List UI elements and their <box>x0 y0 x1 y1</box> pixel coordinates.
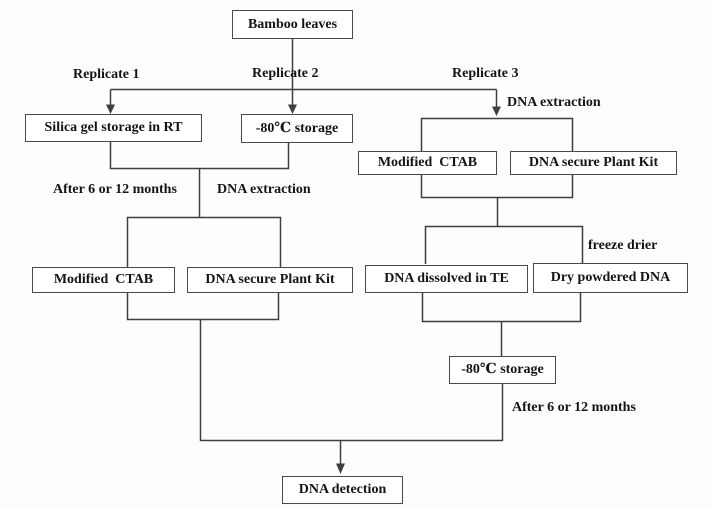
node-modified-ctab-left: Modified CTAB <box>32 267 175 293</box>
label-dna-extraction-right: DNA extraction <box>507 95 601 110</box>
arrowhead-dna-detection <box>336 463 345 474</box>
label-after-6-or-12-months-left: After 6 or 12 months <box>53 182 177 197</box>
label-freeze-drier: freeze drier <box>588 238 658 253</box>
node-dna-detection: DNA detection <box>282 476 403 504</box>
arrowhead-replicate3 <box>492 106 501 116</box>
bracket-merge-left-top <box>109 142 290 170</box>
node-dry-powdered-dna: Dry powdered DNA <box>533 263 688 293</box>
node-minus80-storage-top: -80℃ storage <box>241 114 353 143</box>
bracket-merge-right-top <box>420 175 574 199</box>
bracket-merge-right-bottom <box>421 293 582 323</box>
label-replicate-1: Replicate 1 <box>73 67 140 82</box>
label-after-6-or-12-months-right: After 6 or 12 months <box>512 400 636 415</box>
bracket-split-right-top <box>420 117 574 151</box>
node-dna-secure-plant-kit-left: DNA secure Plant Kit <box>187 267 353 293</box>
arrowhead-minus80-top <box>288 104 297 114</box>
bracket-split-right-bottom <box>424 225 584 264</box>
bracket-merge-left-bottom <box>126 293 280 321</box>
label-replicate-3: Replicate 3 <box>452 66 519 81</box>
node-dna-dissolved-in-te: DNA dissolved in TE <box>365 265 528 293</box>
node-minus80-storage-bottom: -80℃ storage <box>449 356 556 384</box>
node-bamboo-leaves: Bamboo leaves <box>232 10 353 39</box>
bracket-split-left <box>126 216 282 267</box>
node-dna-secure-plant-kit-right: DNA secure Plant Kit <box>510 151 677 175</box>
label-replicate-2: Replicate 2 <box>252 66 319 81</box>
node-silica-gel-storage: Silica gel storage in RT <box>25 114 202 142</box>
node-modified-ctab-right: Modified CTAB <box>358 151 497 175</box>
arrowhead-silica <box>106 104 115 114</box>
label-dna-extraction-left: DNA extraction <box>217 182 311 197</box>
